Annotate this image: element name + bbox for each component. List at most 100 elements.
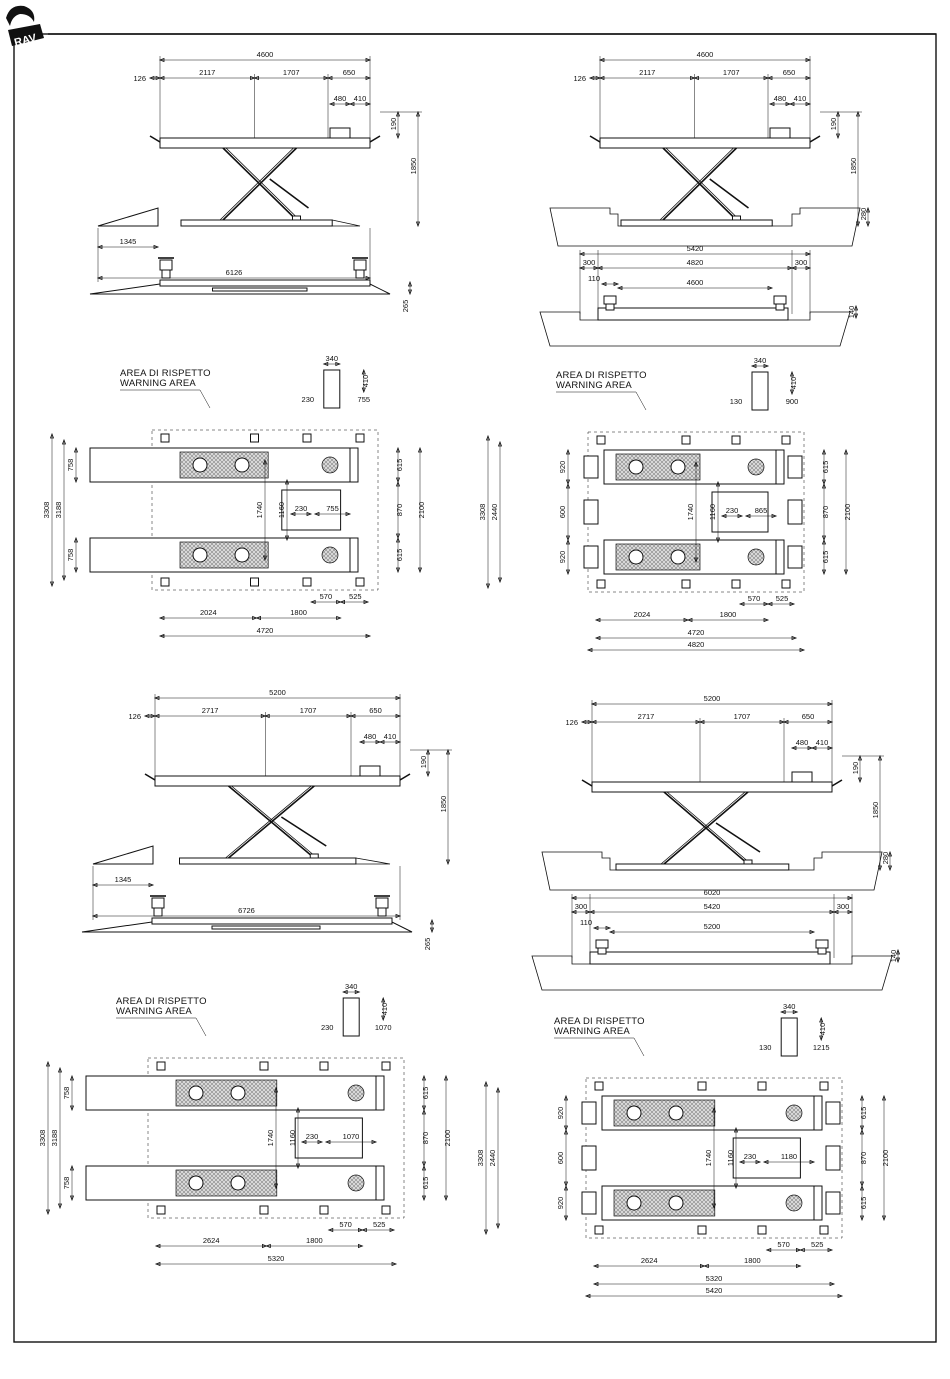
dimension-label: 2717 bbox=[638, 712, 655, 721]
dimension-label: 130 bbox=[759, 1043, 772, 1052]
dimension-label: 5200 bbox=[704, 922, 721, 931]
dimension-label: 2024 bbox=[200, 608, 217, 617]
dimension-label: 230 bbox=[302, 395, 315, 404]
dimension-label: 2117 bbox=[199, 68, 215, 77]
dimension-label: 1800 bbox=[290, 608, 307, 617]
dimension-label: 2117 bbox=[639, 68, 655, 77]
brand-logo: RAV bbox=[6, 5, 44, 49]
dimension-label: 615 bbox=[821, 461, 830, 474]
dimension-label: 110 bbox=[580, 918, 592, 927]
dimension-label: 3188 bbox=[50, 1130, 59, 1147]
dimension-label: 410 bbox=[816, 738, 829, 747]
dimension-label: 130 bbox=[730, 397, 743, 406]
dimension-label: 870 bbox=[859, 1152, 868, 1165]
dimension-label: 1740 bbox=[704, 1150, 713, 1167]
dimension-label: 758 bbox=[66, 459, 75, 472]
dimension-label: 615 bbox=[395, 549, 404, 562]
dimension-label: 870 bbox=[421, 1132, 430, 1145]
dimension-label: 2440 bbox=[490, 504, 499, 521]
dimension-label: 758 bbox=[62, 1177, 71, 1190]
dimension-label: 410 bbox=[794, 94, 807, 103]
dimension-label: 4720 bbox=[688, 628, 705, 637]
dimension-label: 4820 bbox=[687, 258, 704, 267]
dimension-label: 1850 bbox=[871, 802, 880, 819]
dimension-label: 920 bbox=[556, 1107, 565, 1120]
dimension-label: 1800 bbox=[744, 1256, 761, 1265]
dimension-label: 1740 bbox=[266, 1130, 275, 1147]
dimension-label: 600 bbox=[556, 1152, 565, 1165]
dimension-label: 1160 bbox=[708, 504, 717, 520]
dimension-label: 1180 bbox=[781, 1152, 797, 1161]
dimension-label: 2100 bbox=[843, 504, 852, 521]
dimension-label: 6126 bbox=[226, 268, 243, 277]
dimension-label: 5200 bbox=[269, 688, 286, 697]
dimension-label: 230 bbox=[726, 506, 739, 515]
warning-area-label-en: WARNING AREA bbox=[116, 1006, 192, 1017]
dimension-label: 1707 bbox=[734, 712, 751, 721]
dimension-label: 2440 bbox=[488, 1150, 497, 1167]
dimension-label: 870 bbox=[821, 506, 830, 519]
logo-text: RAV bbox=[13, 32, 38, 49]
dimension-label: 650 bbox=[802, 712, 815, 721]
dimension-label: 6020 bbox=[704, 888, 721, 897]
dimension-label: 920 bbox=[556, 1197, 565, 1210]
dimension-label: 3308 bbox=[42, 502, 51, 519]
dimension-label: 615 bbox=[395, 459, 404, 472]
dimension-label: 1800 bbox=[720, 610, 737, 619]
dimension-label: 870 bbox=[395, 504, 404, 517]
dimension-label: 410 bbox=[384, 732, 397, 741]
dimension-label: 1160 bbox=[277, 502, 286, 518]
dimension-label: 3308 bbox=[38, 1130, 47, 1147]
dimension-label: 190 bbox=[389, 118, 398, 131]
dimension-label: 410 bbox=[354, 94, 367, 103]
dimension-label: 755 bbox=[326, 504, 339, 513]
dimension-label: 5420 bbox=[706, 1286, 723, 1295]
dimension-label: 525 bbox=[811, 1240, 824, 1249]
front-lowered-view-front_a: 265 bbox=[89, 257, 413, 312]
warning-area-label-it: AREA DI RISPETTO bbox=[116, 996, 207, 1007]
dimension-label: 1345 bbox=[115, 875, 132, 884]
dimension-label: 2100 bbox=[443, 1130, 452, 1147]
dimension-label: 140 bbox=[847, 306, 856, 319]
dimension-label: 1160 bbox=[726, 1150, 735, 1166]
dimension-label: 4600 bbox=[697, 50, 714, 59]
dimension-label: 920 bbox=[558, 461, 567, 474]
dimension-label: 650 bbox=[343, 68, 356, 77]
dimension-label: 5200 bbox=[704, 694, 721, 703]
dimension-label: 900 bbox=[786, 397, 799, 406]
dimension-label: 2100 bbox=[881, 1150, 890, 1167]
dimension-label: 480 bbox=[364, 732, 377, 741]
dimension-label: 615 bbox=[421, 1177, 430, 1190]
dimension-label: 1707 bbox=[723, 68, 740, 77]
dimension-label: 758 bbox=[62, 1087, 71, 1100]
dimension-label: 1707 bbox=[300, 706, 317, 715]
dimension-label: 570 bbox=[320, 592, 333, 601]
dimension-label: 525 bbox=[776, 594, 789, 603]
dimension-label: 1160 bbox=[288, 1130, 297, 1146]
dimension-label: 190 bbox=[829, 118, 838, 131]
dimension-label: 615 bbox=[821, 551, 830, 564]
dimension-label: 480 bbox=[774, 94, 787, 103]
dimension-label: 230 bbox=[295, 504, 308, 513]
dimension-label: 6726 bbox=[238, 906, 255, 915]
dimension-label: 615 bbox=[421, 1087, 430, 1100]
dimension-label: 1070 bbox=[375, 1023, 392, 1032]
dimension-label: 480 bbox=[334, 94, 347, 103]
dimension-label: 126 bbox=[573, 74, 586, 83]
dimension-label: 2024 bbox=[634, 610, 651, 619]
dimension-label: 340 bbox=[345, 982, 358, 991]
warning-area-label-en: WARNING AREA bbox=[120, 378, 196, 389]
dimension-label: 340 bbox=[783, 1002, 796, 1011]
dimension-label: 340 bbox=[326, 354, 339, 363]
dimension-label: 480 bbox=[796, 738, 809, 747]
dimension-label: 570 bbox=[339, 1220, 352, 1229]
dimension-label: 1707 bbox=[283, 68, 300, 77]
dimension-label: 1345 bbox=[120, 237, 137, 246]
dimension-label: 126 bbox=[133, 74, 146, 83]
